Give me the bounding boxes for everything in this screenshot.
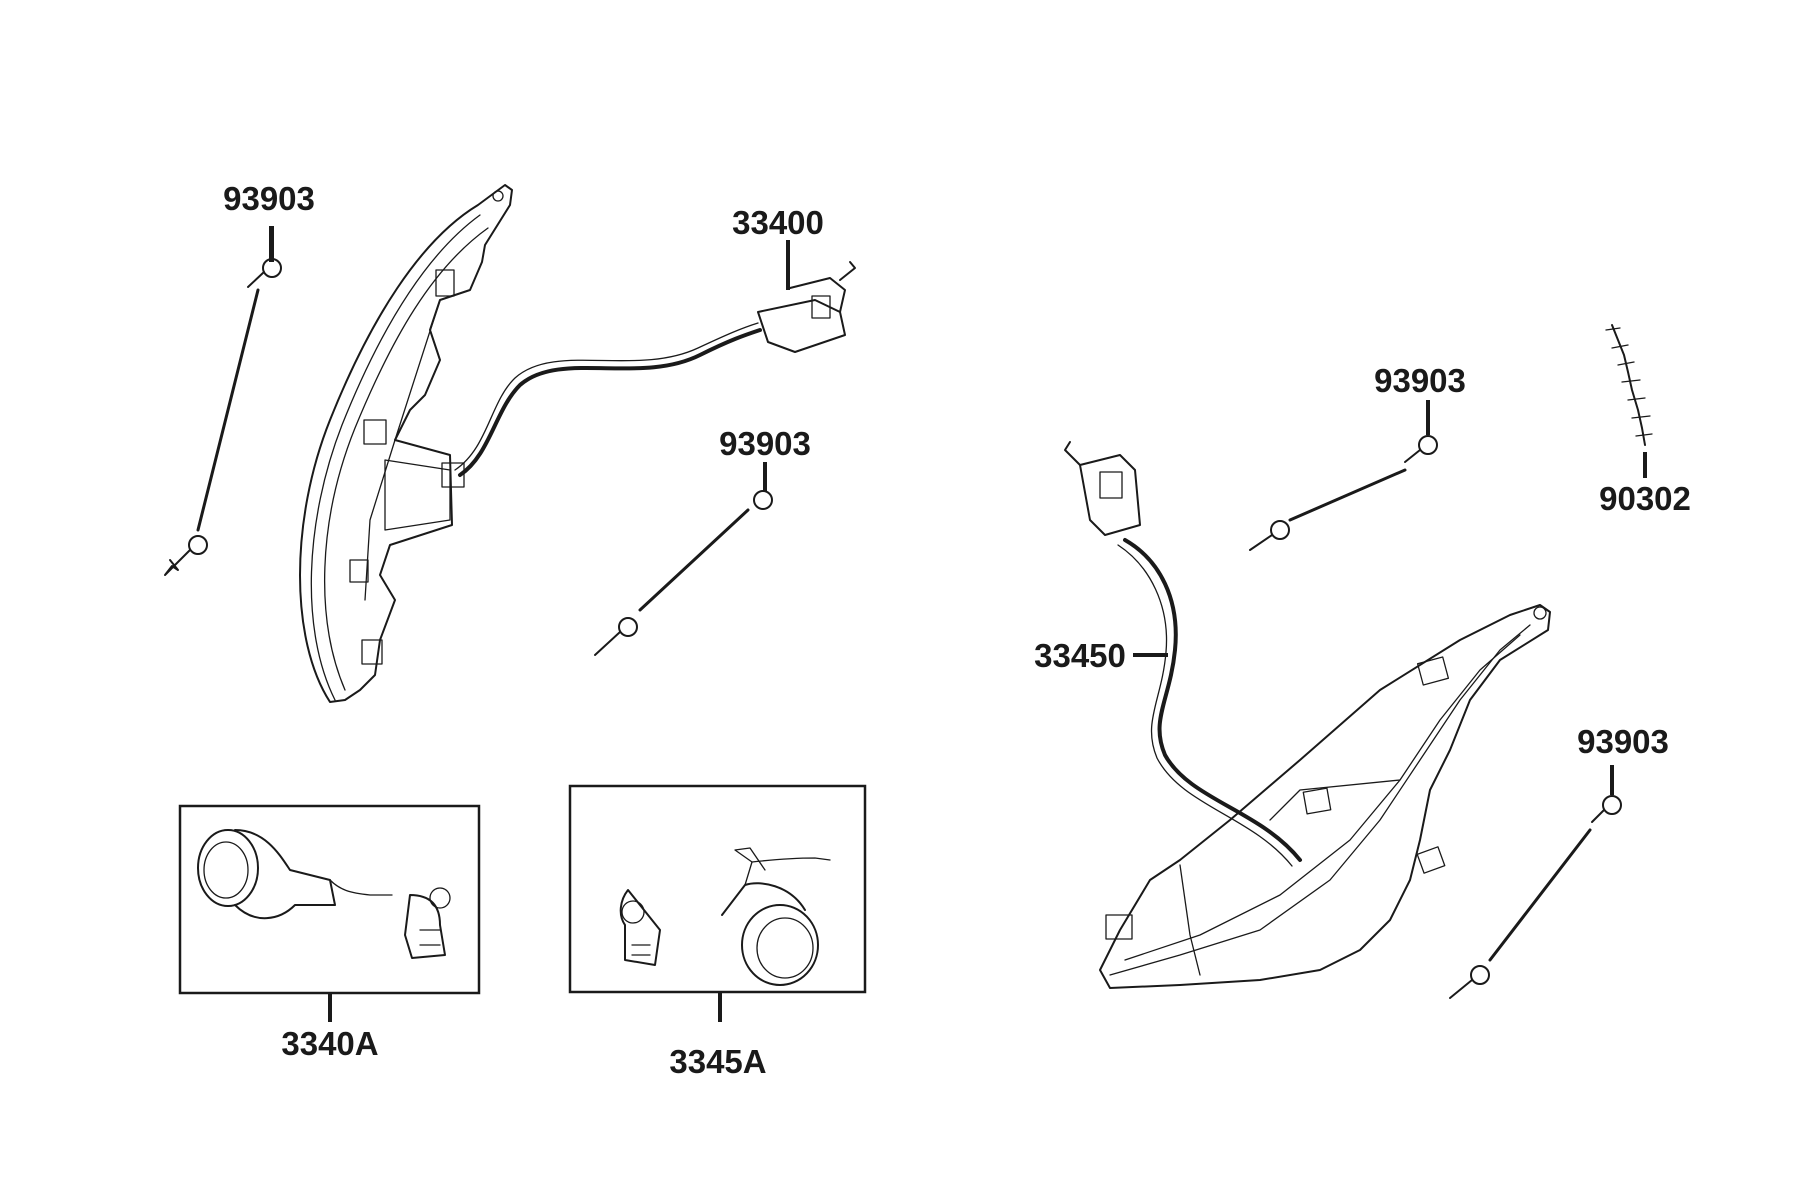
screw-c	[1249, 400, 1438, 551]
label-kit-right: 3345A	[669, 1043, 766, 1080]
label-clip-strip: 90302	[1599, 480, 1691, 517]
label-screw-d: 93903	[1577, 723, 1669, 760]
screw-a	[164, 226, 282, 576]
left-lamp-wire-harness	[454, 261, 856, 477]
label-screw-a: 93903	[223, 180, 315, 217]
kit-left-box	[178, 804, 481, 995]
label-harness-left: 33400	[732, 204, 824, 241]
right-lamp-wire-harness	[1064, 441, 1302, 867]
screw-d	[1449, 765, 1622, 999]
right-harness-connector	[1064, 441, 1141, 536]
label-harness-right: 33450	[1034, 637, 1126, 674]
right-turn-signal-lamp	[1099, 604, 1551, 989]
label-screw-c: 93903	[1374, 362, 1466, 399]
label-kit-left: 3340A	[281, 1025, 378, 1062]
screw-b	[594, 462, 773, 656]
kit-right-box	[568, 784, 867, 994]
left-turn-signal-lamp	[299, 184, 513, 703]
clip-strip	[1605, 324, 1653, 478]
label-screw-b: 93903	[719, 425, 811, 462]
left-harness-connector	[757, 261, 856, 353]
